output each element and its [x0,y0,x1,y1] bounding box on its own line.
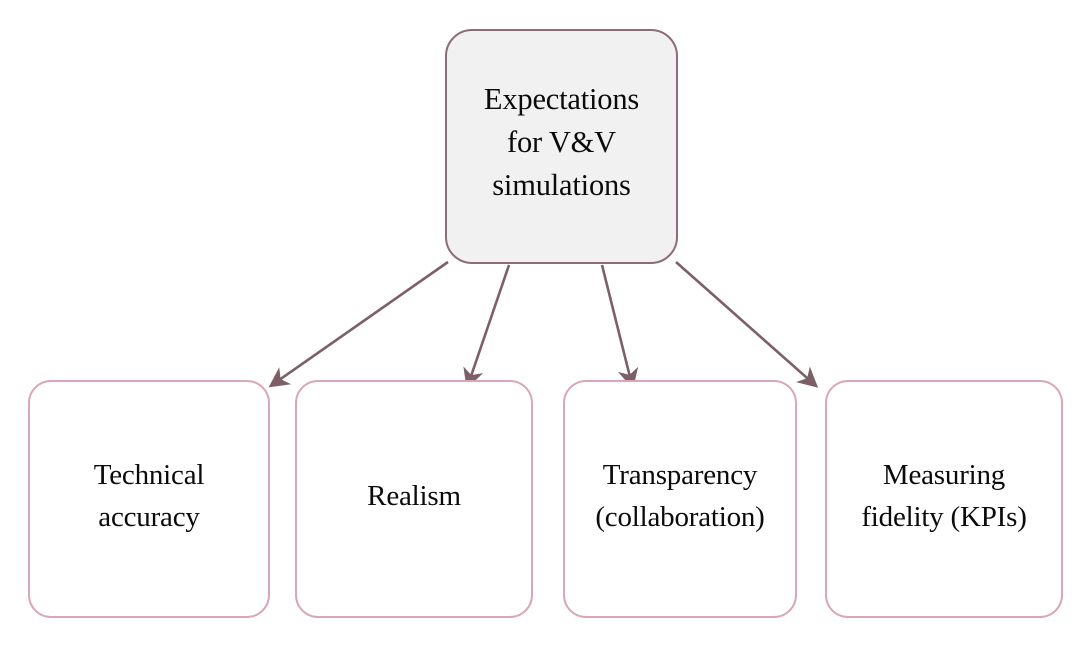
node-measuring-fidelity[interactable]: Measuring fidelity (KPIs) [825,380,1063,618]
connector-root-to-technical-accuracy [268,260,449,388]
connector-root-to-realism [463,264,511,389]
connector-root-to-transparency [600,264,639,390]
node-transparency-label: Transparency (collaboration) [595,459,765,533]
node-transparency[interactable]: Transparency (collaboration) [563,380,797,618]
node-realism[interactable]: Realism [295,380,533,618]
node-root-label: Expectations for V&V simulations [483,82,640,202]
node-realism-label: Realism [367,480,461,512]
node-technical-accuracy-label: Technical accuracy [93,459,205,533]
node-measuring-fidelity-label: Measuring fidelity (KPIs) [861,459,1027,533]
node-expectations-for-vnv-simulations[interactable]: Expectations for V&V simulations [445,29,678,264]
connector-root-to-measuring-fidelity [675,261,819,388]
node-technical-accuracy[interactable]: Technical accuracy [28,380,270,618]
